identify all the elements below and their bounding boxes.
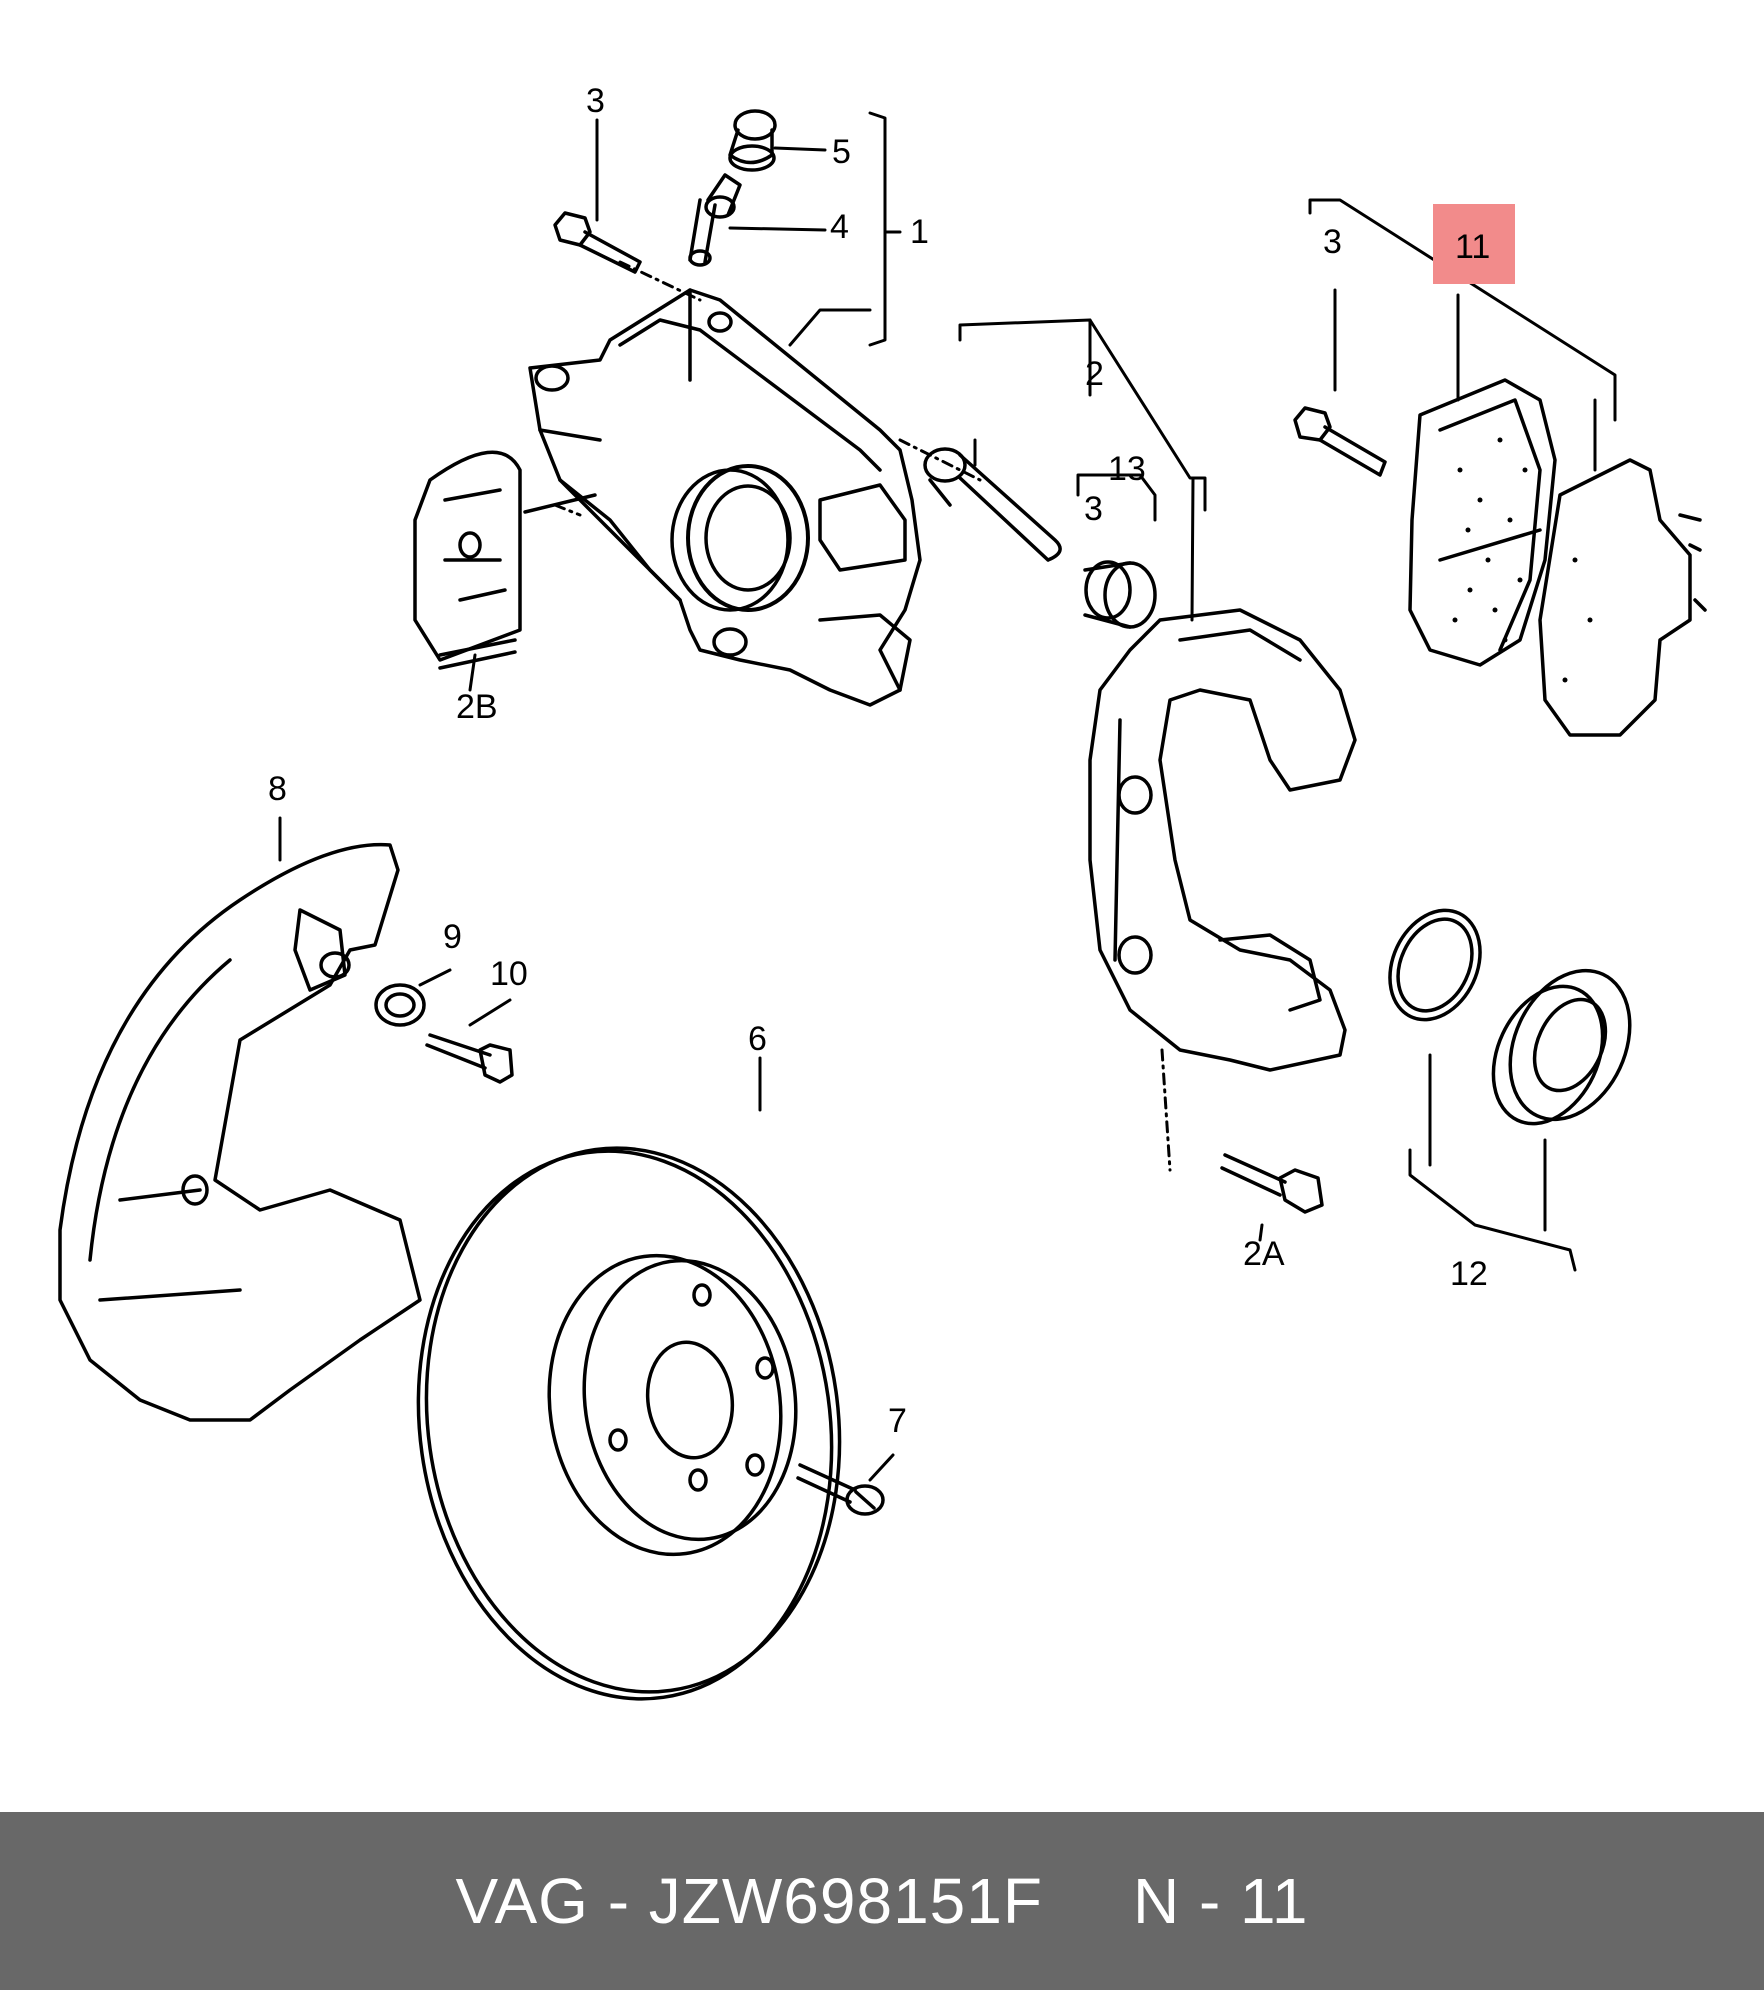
bleed-valve (688, 173, 742, 267)
guide-bolt-right (1293, 406, 1387, 477)
carrier-bolt (1220, 1153, 1324, 1214)
callout-7: 7 (888, 1402, 907, 1440)
lock-washer (374, 983, 426, 1027)
dust-shield (58, 842, 422, 1422)
highlight-box (1433, 204, 1515, 284)
pad-texture (1452, 437, 1593, 683)
callout-1: 1 (910, 213, 929, 251)
guide-boot (1083, 560, 1157, 629)
callout-2A: 2A (1243, 1235, 1285, 1273)
brake-pad-outer (1538, 458, 1707, 737)
reference-text: N - 11 (1132, 1865, 1309, 1937)
footer-bar: VAG - JZW698151F N - 11 (0, 1812, 1764, 1990)
callout-11: 11 (1455, 228, 1490, 266)
shield-bolt (425, 1033, 514, 1084)
caliper-housing (528, 288, 922, 707)
callout-3-upper: 3 (586, 82, 605, 120)
part-number-text: VAG - JZW698151F (455, 1865, 1043, 1937)
brake-carrier (1088, 608, 1357, 1072)
brake-disc (416, 1146, 842, 1701)
piston-seal-ring (1388, 908, 1482, 1022)
callout-9: 9 (443, 918, 462, 956)
spring-clip (413, 450, 597, 670)
callout-2B: 2B (456, 688, 498, 726)
callout-3-center: 3 (1084, 490, 1103, 528)
bleed-cap (728, 109, 777, 172)
guide-pin (923, 447, 1062, 562)
brake-pad-inner (1408, 378, 1557, 667)
callout-13: 13 (1108, 450, 1146, 488)
callout-6: 6 (748, 1020, 767, 1058)
callout-5: 5 (832, 133, 851, 171)
disc-screw (796, 1463, 885, 1516)
callout-10: 10 (490, 955, 528, 993)
leader-lines (278, 111, 1617, 1482)
callout-4: 4 (830, 208, 849, 246)
callout-2: 2 (1085, 355, 1104, 393)
callout-12: 12 (1450, 1255, 1488, 1293)
piston-dust-boot (1491, 968, 1632, 1126)
callout-labels: 1 2 2A 2B 3 3 3 4 5 6 7 8 9 10 11 12 13 (268, 82, 1490, 1440)
brake-exploded-diagram: 1 2 2A 2B 3 3 3 4 5 6 7 8 9 10 11 12 13 (58, 82, 1707, 1701)
callout-8: 8 (268, 770, 287, 808)
guide-bolt-upper (553, 211, 642, 274)
callout-3-right: 3 (1323, 223, 1342, 261)
